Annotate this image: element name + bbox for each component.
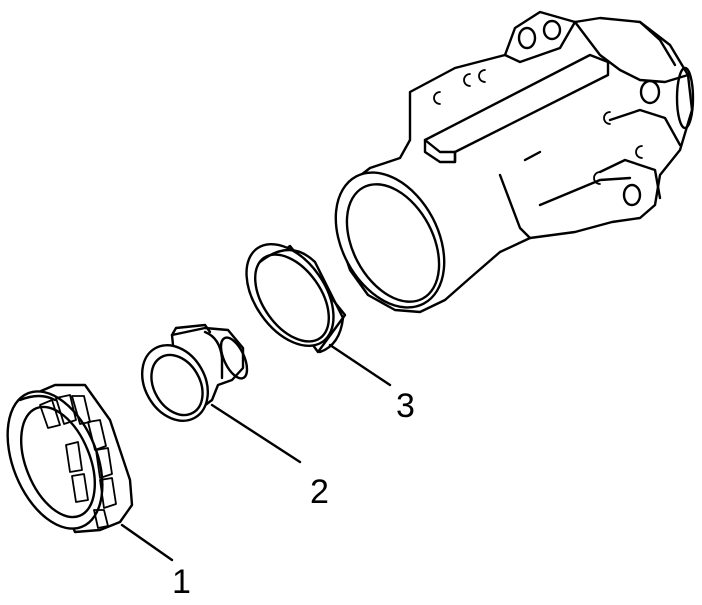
ring-part [245, 242, 347, 354]
callout-label-1: 1 [172, 563, 191, 601]
bearing-part [6, 383, 134, 534]
leader-line-2 [210, 403, 302, 464]
bushing-part [141, 323, 249, 422]
housing [334, 10, 695, 314]
callout-label-3: 3 [396, 387, 415, 425]
leader-line-1 [120, 523, 174, 562]
callout-label-2: 2 [310, 473, 329, 511]
leader-line-3 [328, 343, 392, 387]
